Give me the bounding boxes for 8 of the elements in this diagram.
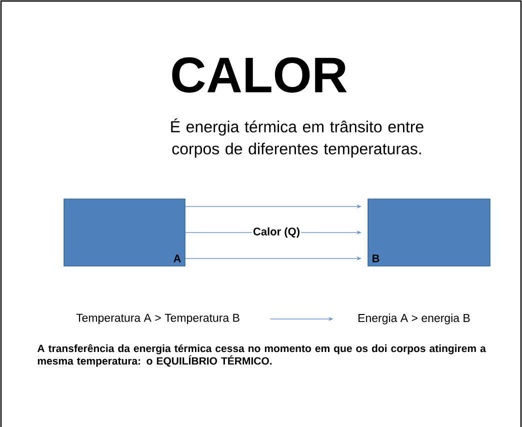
text-label: Energia A > energia B [358, 314, 470, 324]
edge-label: Calor (Q) [252, 226, 302, 239]
subtitle: É energia térmica em trânsito entre corpos de diferentes temperaturas. [171, 118, 424, 158]
title: CALOR [172, 57, 347, 93]
block: B [368, 198, 490, 266]
text-label: Temperatura A > Temperatura B [76, 314, 240, 324]
block: A [64, 198, 186, 266]
note: A transferência da energia térmica cessa no momento em que os doi corpos atingirem a mesma temperatura: o EQUILÍBRIO TÉRMICO. [37, 344, 486, 367]
